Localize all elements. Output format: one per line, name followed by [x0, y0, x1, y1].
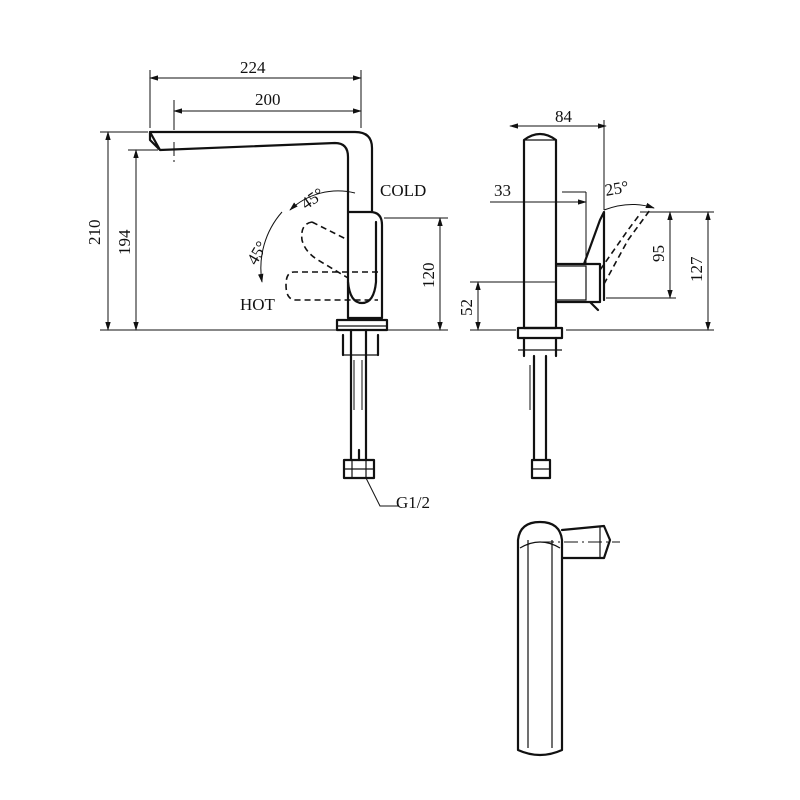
dim-lever-offset: 33 — [494, 181, 511, 200]
side-view: 84 33 25° 95 127 52 — [457, 107, 714, 480]
dim-spout-reach: 200 — [255, 90, 281, 109]
side-lever-alt — [599, 209, 651, 285]
spout-outline — [148, 130, 374, 214]
dim-spout-height: 194 — [115, 229, 134, 255]
side-lever — [554, 210, 606, 312]
thread-size: G1/2 — [396, 493, 430, 512]
dim-handle-height: 127 — [687, 256, 706, 282]
angle-cold: 45° — [297, 184, 327, 213]
rear-lever — [560, 524, 612, 560]
dim-base-to-axis: 52 — [457, 299, 476, 316]
label-cold: COLD — [380, 181, 426, 200]
dim-lever-height: 120 — [419, 263, 438, 289]
label-hot: HOT — [240, 295, 276, 314]
dim-width-overall: 224 — [240, 58, 266, 77]
front-view: 224 200 210 194 120 45° 45° COLD HOT G1/… — [85, 58, 448, 512]
angle-lever: 25° — [603, 177, 630, 200]
rear-view — [516, 520, 620, 757]
dim-handle-top: 95 — [649, 245, 668, 262]
lever-hot-position — [285, 271, 378, 301]
base-plate — [335, 318, 389, 332]
lever-handle — [346, 220, 378, 305]
rear-column — [516, 520, 564, 757]
dim-depth: 84 — [555, 107, 573, 126]
angle-hot: 45° — [243, 238, 271, 268]
side-column — [522, 132, 558, 330]
lever-cold-position — [300, 221, 349, 279]
dim-height-overall: 210 — [85, 220, 104, 246]
faucet-body — [346, 210, 384, 320]
